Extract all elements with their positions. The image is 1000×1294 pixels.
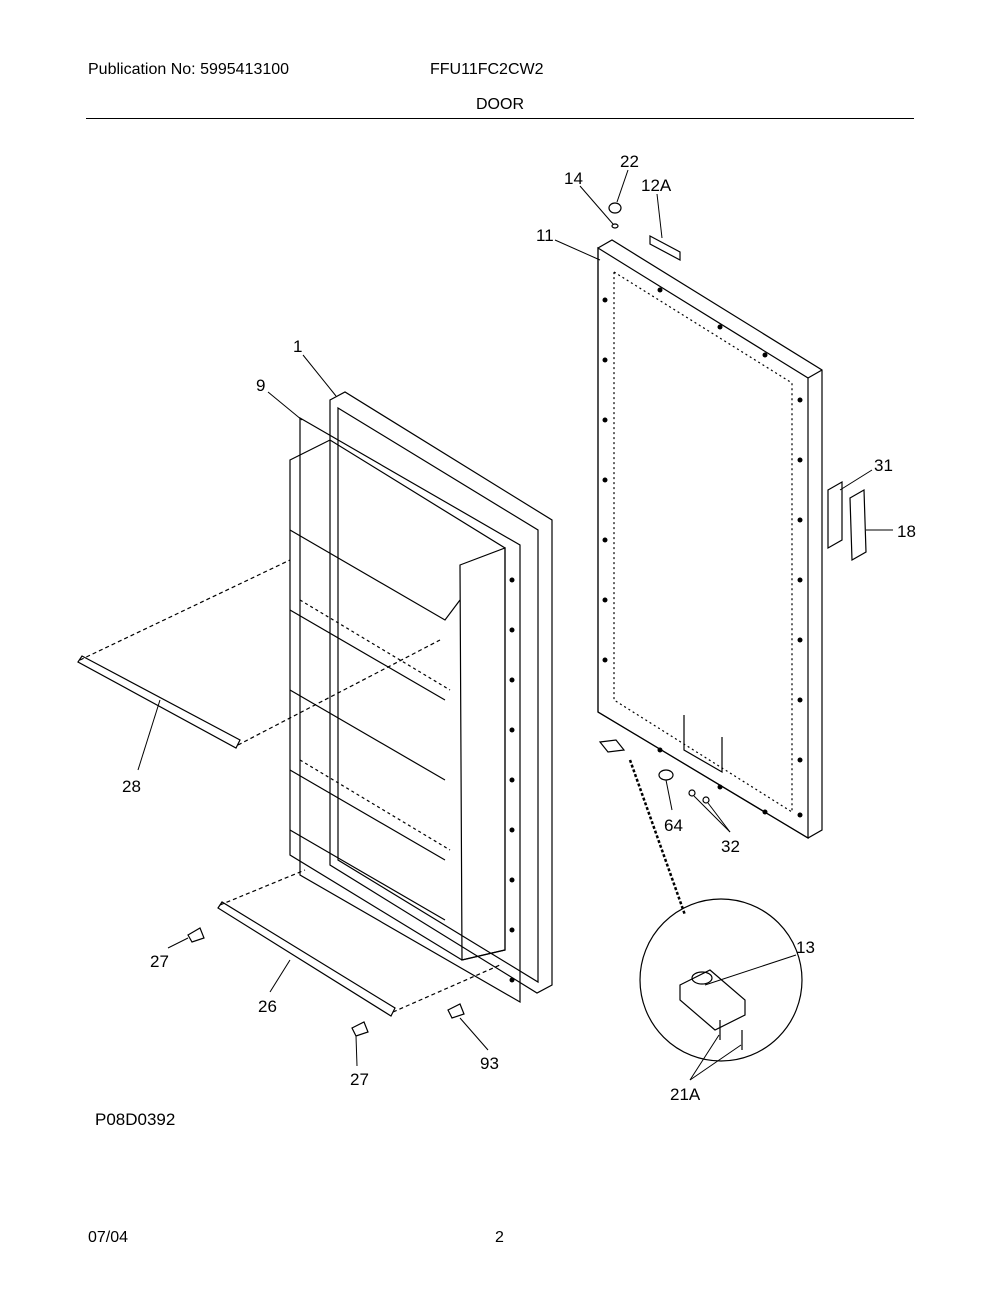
label-12a-part	[649, 235, 681, 261]
outer-door-panel	[597, 239, 823, 840]
section-title: DOOR	[476, 96, 524, 113]
shelf-rail-26	[217, 901, 396, 1017]
plug-64	[658, 769, 674, 781]
plug-22	[608, 202, 622, 214]
washer-14	[611, 223, 619, 229]
callout-11: 11	[536, 226, 554, 245]
figure-code: P08D0392	[95, 1110, 176, 1129]
header-divider	[86, 118, 914, 119]
model-number: FFU11FC2CW2	[430, 61, 544, 78]
callout-27a: 27	[150, 952, 169, 971]
callout-31: 31	[874, 456, 893, 475]
door-gasket	[329, 391, 553, 994]
callout-93: 93	[480, 1054, 499, 1073]
callout-64: 64	[664, 816, 683, 835]
handle-18	[849, 488, 867, 562]
plug-32a	[688, 789, 696, 797]
shelf-rail-28	[77, 655, 241, 749]
screw-27a	[187, 927, 205, 943]
plug-32b	[702, 796, 710, 804]
callout-26: 26	[258, 997, 277, 1016]
screw-93	[447, 1003, 465, 1019]
callout-22: 22	[620, 152, 639, 171]
callout-1: 1	[293, 337, 302, 356]
callout-14: 14	[564, 169, 583, 188]
callout-13: 13	[796, 938, 815, 957]
callout-9: 9	[256, 376, 265, 395]
footer-date: 07/04	[88, 1229, 129, 1246]
callout-27b: 27	[350, 1070, 369, 1089]
callout-12a: 12A	[641, 176, 672, 195]
inner-door-liner	[289, 416, 521, 1004]
hinge-13	[598, 739, 626, 753]
handle-cover-31	[827, 480, 843, 550]
callout-32: 32	[721, 837, 740, 856]
callout-28: 28	[122, 777, 141, 796]
publication-number: Publication No: 5995413100	[88, 61, 290, 78]
callout-18: 18	[897, 522, 916, 541]
hinge-detail-circle	[639, 898, 803, 1062]
screw-27b	[351, 1021, 369, 1037]
page-number: 2	[495, 1229, 504, 1246]
callout-21a: 21A	[670, 1085, 701, 1104]
